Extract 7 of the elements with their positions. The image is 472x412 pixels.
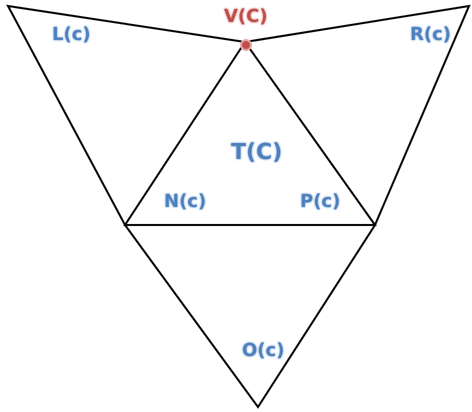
- region-label: L(c): [52, 24, 91, 45]
- region-label: O(c): [242, 340, 284, 361]
- point-label: V(C): [224, 6, 268, 27]
- region-label: R(c): [410, 24, 451, 45]
- region-label: N(c): [164, 191, 206, 212]
- region-label: P(c): [300, 191, 340, 212]
- region-label: T(C): [231, 140, 282, 165]
